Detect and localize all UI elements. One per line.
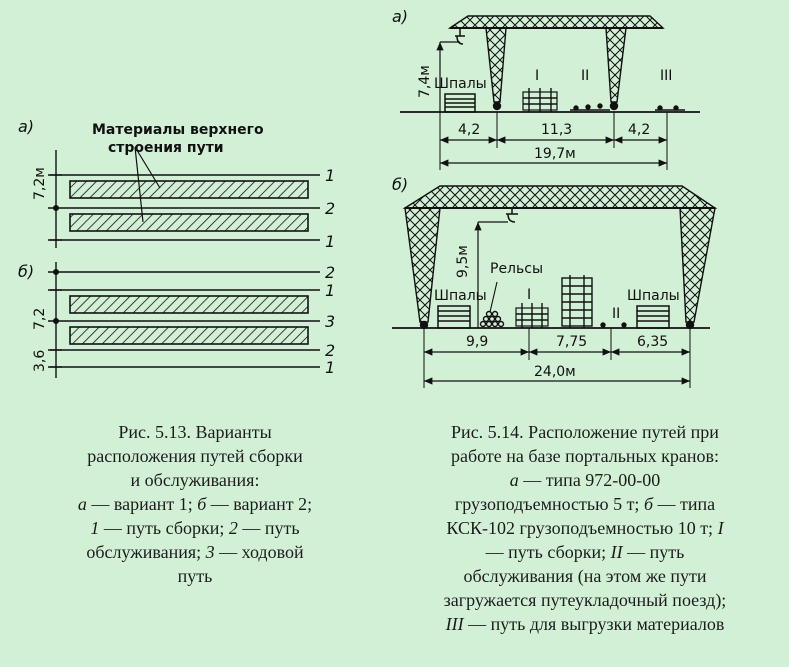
- track-roman: III: [660, 68, 672, 84]
- caption-text: — типа 972-00-00: [518, 470, 661, 490]
- track-number: 2: [325, 263, 335, 282]
- caption-line: Рис. 5.13. Варианты: [118, 422, 272, 442]
- materials-label-line1: Материалы верхнего: [92, 122, 264, 138]
- track-number: 2: [325, 341, 335, 360]
- caption-italic: 3: [205, 542, 215, 562]
- caption-text: — путь: [237, 518, 300, 538]
- leader-line: [134, 146, 144, 223]
- fig14-b-marker: б): [392, 175, 408, 194]
- caption-text: — путь сборки;: [99, 518, 229, 538]
- crane-leg: [404, 207, 441, 323]
- leader-line: [489, 281, 498, 313]
- fig13-variant-b: [48, 262, 320, 378]
- caption-text: — путь для выгрузки материалов: [463, 614, 725, 634]
- dimension-value: 4,2: [628, 122, 650, 138]
- caption-text: обслуживания;: [86, 542, 206, 562]
- caption-line: обслуживания; 3 — ходовой: [20, 540, 370, 564]
- caption-line: 1 — путь сборки; 2 — путь: [20, 516, 370, 540]
- caption-text: грузоподъемностью 5 т;: [454, 494, 644, 514]
- sleepers-label: Шпалы: [434, 288, 487, 304]
- caption-line: и обслуживания:: [130, 470, 260, 490]
- sleepers-label: Шпалы: [434, 76, 487, 92]
- caption-italic: 1: [90, 518, 100, 538]
- fig14-b-height: 9,5м: [455, 245, 471, 278]
- dimension-value: 9,9: [466, 334, 488, 350]
- caption-italic: б: [643, 494, 653, 514]
- track-number: 1: [325, 281, 335, 300]
- dimension-value: 11,3: [541, 122, 572, 138]
- caption-italic: II: [610, 542, 623, 562]
- sleepers-stack: [636, 305, 670, 329]
- caption-text: — путь: [622, 542, 685, 562]
- caption-line: Рис. 5.14. Расположение путей при: [451, 422, 719, 442]
- crane-leg: [605, 27, 627, 103]
- fig14-a-height: 7,4м: [417, 65, 433, 98]
- fig13-variant-a: [48, 146, 320, 248]
- caption-text: — вариант 1;: [86, 494, 198, 514]
- caption-italic: III: [445, 614, 464, 634]
- sleepers-stack: [437, 305, 471, 329]
- materials-stack: [69, 213, 309, 232]
- dimension-value: 4,2: [458, 122, 480, 138]
- dimension-total: 24,0м: [534, 364, 576, 380]
- caption-italic: а: [77, 494, 87, 514]
- track-number: 1: [325, 166, 335, 185]
- fig13-a-dimension: 7,2м: [32, 167, 48, 200]
- fig13-caption: Рис. 5.13. Варианты расположения путей с…: [20, 420, 370, 588]
- track-roman: II: [612, 306, 620, 322]
- caption-line: обслуживания (на этом же пути: [463, 566, 707, 586]
- fig13-a-marker: а): [18, 117, 34, 136]
- caption-line: грузоподъемностью 5 т; б — типа: [395, 492, 775, 516]
- track-number: 3: [325, 312, 335, 331]
- crane-hook: [506, 208, 518, 223]
- caption-text: КСК-102 грузоподъемностью 10 т;: [446, 518, 718, 538]
- caption-line: КСК-102 грузоподъемностью 10 т; I: [395, 516, 775, 540]
- caption-line: загружается путеукладочный поезд);: [443, 590, 727, 610]
- caption-italic: б: [197, 494, 207, 514]
- materials-stack: [69, 295, 309, 314]
- track-roman: II: [581, 68, 589, 84]
- materials-stack: [69, 326, 309, 345]
- rails-pile: [479, 310, 505, 328]
- caption-text: — вариант 2;: [206, 494, 313, 514]
- caption-text: — типа: [653, 494, 716, 514]
- fig14-a-marker: а): [392, 7, 408, 26]
- caption-text: — путь сборки;: [485, 542, 611, 562]
- caption-line: путь: [177, 566, 213, 586]
- sleepers-label: Шпалы: [627, 288, 680, 304]
- materials-label-line2: строения пути: [108, 140, 224, 156]
- caption-italic: а: [509, 470, 519, 490]
- materials-stack: [69, 180, 309, 199]
- dimension-value: 7,75: [556, 334, 587, 350]
- leader-line: [134, 146, 161, 189]
- caption-line: — путь сборки; II — путь: [395, 540, 775, 564]
- track-roman: I: [527, 287, 531, 303]
- crane-leg: [485, 27, 507, 103]
- crane-bridge: [402, 185, 718, 209]
- dimension-value: 6,35: [637, 334, 668, 350]
- dimension-total: 19,7м: [534, 146, 576, 162]
- caption-line: работе на базе портальных кранов:: [450, 446, 720, 466]
- fig13-b-dimension-1: 7,2: [32, 308, 48, 330]
- fig13-b-marker: б): [18, 262, 34, 281]
- caption-line: а — типа 972-00-00: [395, 468, 775, 492]
- caption-italic: 2: [228, 518, 238, 538]
- rails-label: Рельсы: [490, 261, 543, 277]
- track-number: 1: [325, 232, 335, 251]
- track-number: 1: [325, 358, 335, 377]
- fig14-crane-a: [400, 15, 700, 170]
- fig14-crane-b: [392, 185, 718, 388]
- fig14-caption: Рис. 5.14. Расположение путей при работе…: [395, 420, 775, 636]
- caption-text: — ходовой: [214, 542, 304, 562]
- crane-leg: [679, 207, 716, 323]
- caption-line: III — путь для выгрузки материалов: [395, 612, 775, 636]
- caption-line: а — вариант 1; б — вариант 2;: [20, 492, 370, 516]
- caption-line: расположения путей сборки: [87, 446, 303, 466]
- track-roman: I: [535, 68, 539, 84]
- crane-bridge: [447, 15, 665, 29]
- track-number: 2: [325, 199, 335, 218]
- caption-italic: I: [717, 518, 724, 538]
- fig13-b-dimension-2: 3,6: [32, 350, 48, 372]
